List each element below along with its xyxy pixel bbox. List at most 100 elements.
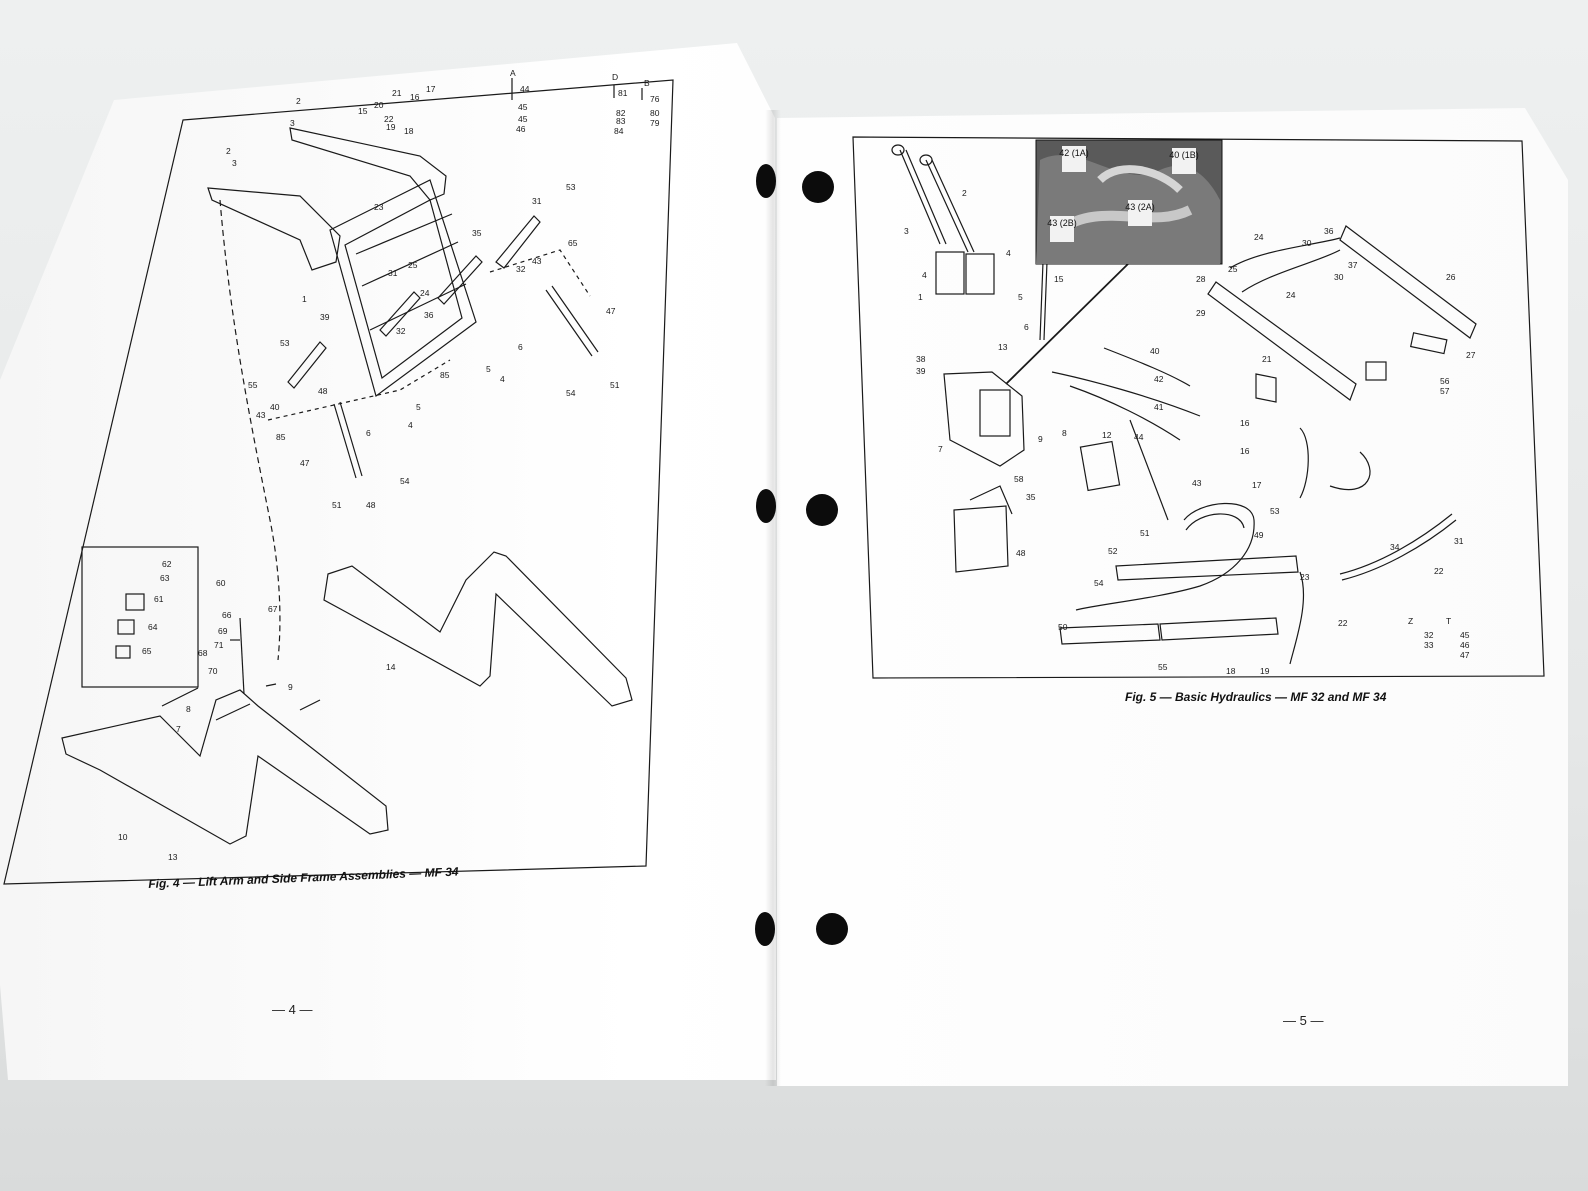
svg-text:80: 80 — [650, 108, 660, 118]
svg-text:71: 71 — [214, 640, 224, 650]
photo-labels: 42 (1A) 40 (1B) 43 (2B) 43 (2A) — [1047, 146, 1199, 242]
svg-text:85: 85 — [440, 370, 450, 380]
svg-text:51: 51 — [1140, 528, 1150, 538]
svg-text:9: 9 — [1038, 434, 1043, 444]
svg-text:83: 83 — [616, 116, 626, 126]
svg-text:42 (1A): 42 (1A) — [1059, 148, 1089, 158]
svg-text:6: 6 — [366, 428, 371, 438]
fig4-inset-box — [81, 546, 199, 688]
svg-text:2: 2 — [226, 146, 231, 156]
svg-text:26: 26 — [1446, 272, 1456, 282]
svg-text:46: 46 — [516, 124, 526, 134]
svg-text:45: 45 — [518, 114, 528, 124]
svg-text:47: 47 — [606, 306, 616, 316]
svg-text:30: 30 — [1334, 272, 1344, 282]
svg-text:46: 46 — [1460, 640, 1470, 650]
binder-hole-left-1 — [756, 164, 776, 198]
svg-text:65: 65 — [568, 238, 578, 248]
svg-text:50: 50 — [1058, 622, 1068, 632]
svg-text:58: 58 — [1014, 474, 1024, 484]
svg-text:10: 10 — [118, 832, 128, 842]
link-bar — [379, 291, 421, 337]
svg-text:T: T — [1446, 616, 1451, 626]
svg-text:48: 48 — [366, 500, 376, 510]
lever — [925, 159, 969, 253]
svg-text:7: 7 — [938, 444, 943, 454]
svg-text:57: 57 — [1440, 386, 1450, 396]
svg-text:14: 14 — [386, 662, 396, 672]
lever — [899, 149, 941, 245]
svg-text:44: 44 — [1134, 432, 1144, 442]
cylinder — [1159, 617, 1279, 641]
svg-text:24: 24 — [420, 288, 430, 298]
svg-text:19: 19 — [1260, 666, 1270, 676]
svg-text:13: 13 — [998, 342, 1008, 352]
svg-text:41: 41 — [1154, 402, 1164, 412]
svg-text:3: 3 — [290, 118, 295, 128]
svg-text:13: 13 — [168, 852, 178, 862]
svg-text:A: A — [510, 68, 516, 78]
svg-text:Z: Z — [1408, 616, 1413, 626]
svg-text:48: 48 — [1016, 548, 1026, 558]
svg-text:28: 28 — [1196, 274, 1206, 284]
svg-text:3: 3 — [904, 226, 909, 236]
lift-arm-part — [207, 187, 341, 271]
svg-text:42: 42 — [1154, 374, 1164, 384]
fig5-caption: Fig. 5 — Basic Hydraulics — MF 32 and MF… — [1125, 690, 1387, 704]
svg-text:38: 38 — [916, 354, 926, 364]
svg-text:B: B — [644, 78, 650, 88]
svg-text:16: 16 — [1240, 446, 1250, 456]
svg-text:5: 5 — [1018, 292, 1023, 302]
binder-hole-left-3 — [755, 912, 775, 946]
svg-text:33: 33 — [1424, 640, 1434, 650]
svg-text:9: 9 — [288, 682, 293, 692]
cylinder — [1059, 623, 1161, 645]
svg-text:40: 40 — [270, 402, 280, 412]
svg-text:35: 35 — [1026, 492, 1036, 502]
svg-text:17: 17 — [1252, 480, 1262, 490]
side-frame-14 — [323, 551, 633, 707]
svg-text:4: 4 — [500, 374, 505, 384]
cylinder — [1339, 225, 1477, 339]
svg-text:24: 24 — [1286, 290, 1296, 300]
rod — [333, 403, 357, 479]
svg-text:49: 49 — [1254, 530, 1264, 540]
svg-text:44: 44 — [520, 84, 530, 94]
svg-text:31: 31 — [388, 268, 398, 278]
svg-text:32: 32 — [516, 264, 526, 274]
svg-text:55: 55 — [248, 380, 258, 390]
filter-body — [953, 505, 1009, 573]
svg-text:45: 45 — [1460, 630, 1470, 640]
svg-text:16: 16 — [1240, 418, 1250, 428]
svg-text:1: 1 — [918, 292, 923, 302]
svg-text:70: 70 — [208, 666, 218, 676]
svg-text:56: 56 — [1440, 376, 1450, 386]
svg-text:7: 7 — [176, 724, 181, 734]
svg-text:21: 21 — [1262, 354, 1272, 364]
cylinder — [1207, 281, 1357, 401]
svg-text:32: 32 — [1424, 630, 1434, 640]
svg-text:15: 15 — [1054, 274, 1064, 284]
svg-text:37: 37 — [1348, 260, 1358, 270]
svg-text:36: 36 — [1324, 226, 1334, 236]
svg-text:4: 4 — [408, 420, 413, 430]
svg-text:51: 51 — [332, 500, 342, 510]
svg-text:40 (1B): 40 (1B) — [1169, 150, 1199, 160]
svg-text:21: 21 — [392, 88, 402, 98]
svg-text:47: 47 — [300, 458, 310, 468]
svg-text:22: 22 — [1434, 566, 1444, 576]
dashed-guide — [219, 199, 281, 661]
callout-1: 1 — [302, 294, 307, 304]
cylinder — [1115, 555, 1299, 581]
svg-text:31: 31 — [1454, 536, 1464, 546]
svg-text:5: 5 — [416, 402, 421, 412]
svg-text:79: 79 — [650, 118, 660, 128]
svg-text:18: 18 — [1226, 666, 1236, 676]
svg-text:54: 54 — [566, 388, 576, 398]
svg-text:36: 36 — [424, 310, 434, 320]
callout-arrow — [1005, 261, 1131, 385]
svg-text:34: 34 — [1390, 542, 1400, 552]
